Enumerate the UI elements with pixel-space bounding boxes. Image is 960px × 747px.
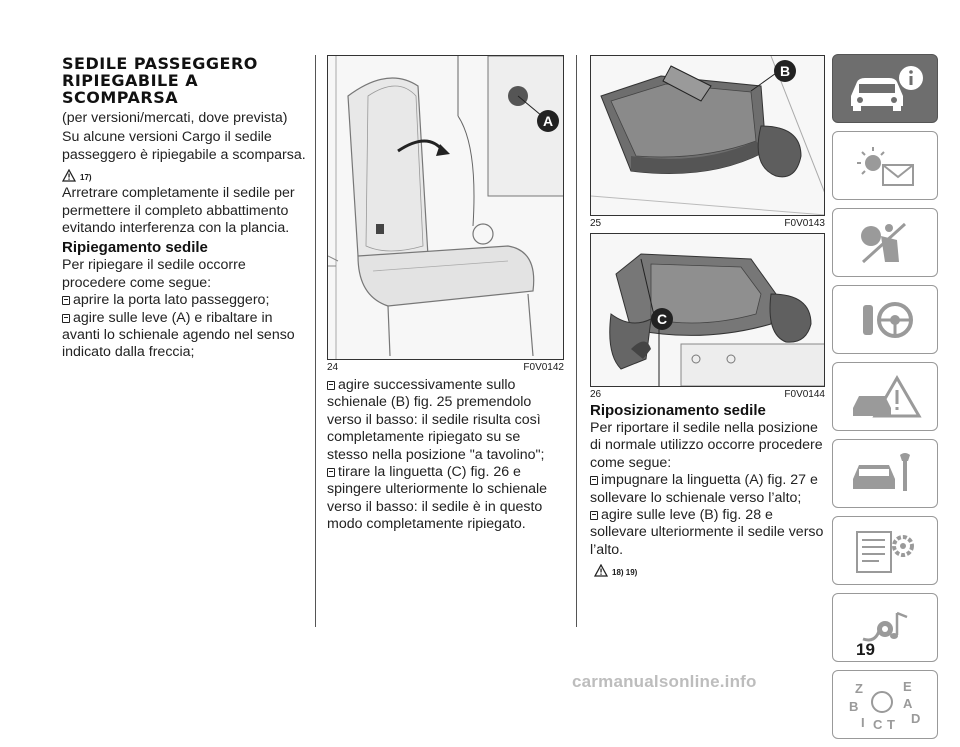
- step-bullet-icon: [590, 511, 598, 521]
- watermark: carmanualsonline.info: [572, 672, 757, 691]
- figure-code: F0V0144: [784, 389, 825, 400]
- instruction-paragraph: Arretrare completamente il sedile per pe…: [62, 185, 295, 237]
- index-letter: Z: [855, 680, 863, 696]
- figure-26: C: [590, 233, 825, 387]
- column-divider: [315, 55, 316, 627]
- car-warning-icon: [853, 374, 922, 417]
- tab-technical-data[interactable]: [832, 516, 938, 585]
- chapter-sidebar: Z E B A I C T D: [832, 54, 940, 747]
- tab-index[interactable]: Z E B A I C T D: [832, 670, 938, 739]
- step-item: agire sulle leve (A) e ribaltare in avan…: [62, 310, 312, 362]
- procedure-intro: Per ripiegare il sedile occorre proceder…: [62, 257, 246, 291]
- step-bullet-icon: [327, 381, 335, 390]
- tab-starting-driving[interactable]: [832, 285, 938, 354]
- car-wrench-icon: [853, 452, 910, 491]
- figure-24: A: [327, 55, 564, 360]
- subheading-repositioning: Riposizionamento sedile: [590, 402, 766, 419]
- figure-number: 25: [590, 218, 602, 229]
- title-line-1: SEDILE PASSEGGERO: [62, 54, 258, 73]
- document-gear-icon: [856, 530, 914, 573]
- tab-dashboard-lights[interactable]: [832, 131, 938, 200]
- step-bullet-icon: [590, 476, 598, 486]
- seat-lever-illustration: [328, 56, 563, 359]
- step-bullet-icon: [62, 313, 70, 323]
- step-item: agire successivamente sullo schienale (B…: [327, 377, 564, 464]
- warning-note: 17): [62, 166, 312, 182]
- figure-code: F0V0142: [523, 362, 564, 373]
- index-letter: B: [849, 698, 859, 714]
- callout-c: C: [651, 308, 673, 330]
- callout-a: A: [537, 110, 559, 132]
- index-letter: I: [861, 714, 865, 730]
- index-letter: E: [903, 678, 912, 694]
- intro-paragraph: Su alcune versioni Cargo il sedile passe…: [62, 129, 306, 163]
- title-line-2: RIPIEGABILE A: [62, 71, 199, 90]
- warning-triangle-icon: [594, 564, 608, 577]
- alphabet-index-icon: Z E B A I C T D: [845, 678, 925, 732]
- key-steering-icon: [863, 301, 913, 338]
- tab-maintenance[interactable]: [832, 439, 938, 508]
- step-text: tirare la linguetta (C) fig. 26 e spinge…: [327, 464, 548, 533]
- tab-emergency[interactable]: [832, 362, 938, 431]
- step-text: agire sulle leve (A) e ribaltare in avan…: [62, 309, 295, 361]
- car-info-icon: [851, 65, 923, 111]
- column-1: SEDILE PASSEGGERO RIPIEGABILE A SCOMPARS…: [62, 55, 312, 362]
- column-3: B 25 F0V0143 C 26 F0V0144 Riposizionamen…: [590, 55, 825, 580]
- index-letter: T: [887, 716, 895, 732]
- title-line-3: SCOMPARSA: [62, 88, 179, 107]
- tab-vehicle-knowledge[interactable]: [832, 54, 938, 123]
- step-item: agire sulle leve (B) fig. 28 e sollevare…: [590, 507, 825, 559]
- warning-triangle-icon: [62, 169, 76, 182]
- note-reference: 18) 19): [612, 568, 638, 578]
- step-item: impugnare la linguetta (A) fig. 27 e sol…: [590, 472, 825, 507]
- availability-note: (per versioni/mercati, dove prevista): [62, 110, 288, 126]
- magnifier-icon: [871, 690, 893, 713]
- procedure-intro: Per riportare il sedile nella posizione …: [590, 420, 823, 471]
- music-satellite-icon: [862, 611, 908, 641]
- step-bullet-icon: [62, 296, 70, 306]
- tab-release-illustration: [591, 234, 824, 386]
- step-item: tirare la linguetta (C) fig. 26 e spinge…: [327, 464, 564, 534]
- figure-25: B: [590, 55, 825, 216]
- index-letter: D: [911, 710, 921, 726]
- figure-caption: 25 F0V0143: [590, 218, 825, 229]
- note-reference: 17): [80, 173, 92, 183]
- step-item: aprire la porta lato passeggero;: [62, 292, 312, 309]
- figure-number: 26: [590, 389, 602, 400]
- index-letter: C: [873, 716, 883, 732]
- figure-caption: 24 F0V0142: [327, 362, 564, 373]
- folded-seat-illustration: [591, 56, 824, 215]
- figure-caption: 26 F0V0144: [590, 389, 825, 400]
- step-text: agire successivamente sullo schienale (B…: [327, 377, 545, 463]
- section-title: SEDILE PASSEGGERO RIPIEGABILE A SCOMPARS…: [62, 55, 312, 106]
- figure-number: 24: [327, 362, 339, 373]
- step-bullet-icon: [327, 468, 335, 478]
- column-2: A 24 F0V0142 agire successivamente sullo…: [327, 55, 564, 534]
- tab-multimedia[interactable]: [832, 593, 938, 662]
- step-text: impugnare la linguetta (A) fig. 27 e sol…: [590, 472, 818, 506]
- column-divider: [576, 55, 577, 627]
- index-letter: A: [903, 695, 913, 711]
- subheading-folding: Ripiegamento sedile: [62, 239, 208, 257]
- sun-envelope-icon: [857, 146, 914, 186]
- figure-code: F0V0143: [784, 218, 825, 229]
- airbag-person-icon: [861, 222, 907, 263]
- page-number: 19: [856, 640, 875, 659]
- tab-safety[interactable]: [832, 208, 938, 277]
- warning-note: 18) 19): [594, 561, 825, 577]
- step-text: aprire la porta lato passeggero;: [73, 292, 270, 309]
- callout-b: B: [774, 60, 796, 82]
- step-text: agire sulle leve (B) fig. 28 e sollevare…: [590, 507, 824, 558]
